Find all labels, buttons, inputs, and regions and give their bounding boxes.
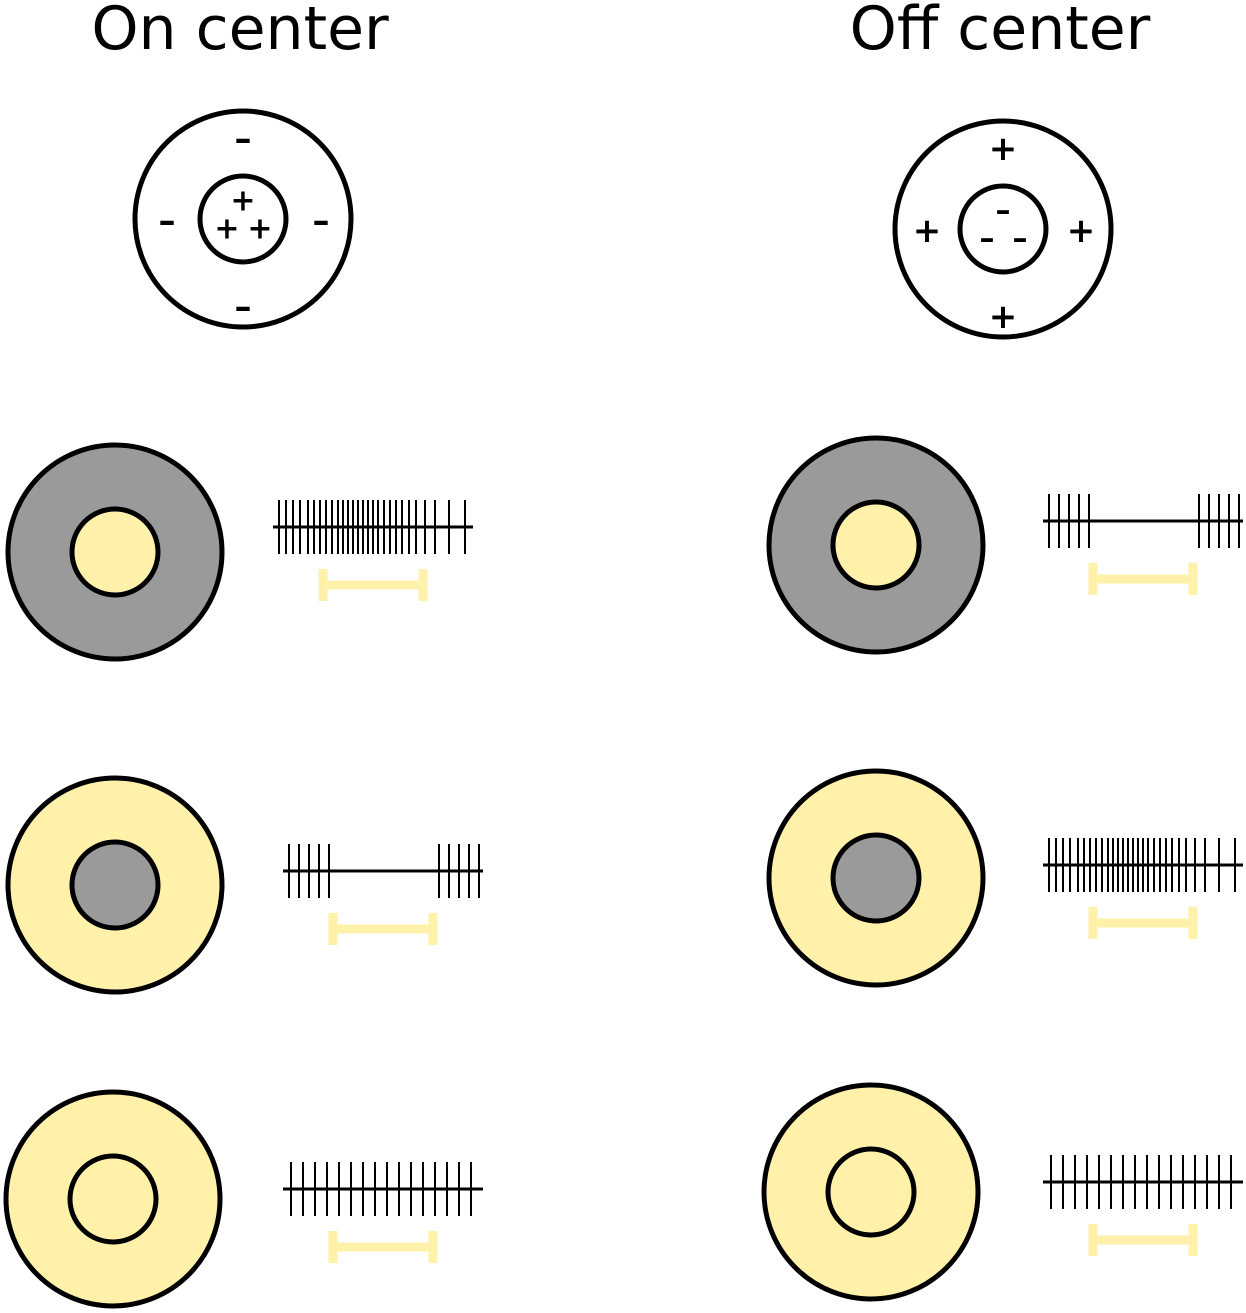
off_center-center-sign: –: [996, 194, 1011, 229]
off_center-field-center: [957, 183, 1049, 275]
on_center-stimulus-center: [69, 839, 161, 931]
off_center-surround-sign: +: [989, 129, 1018, 169]
off_center-surround-sign: +: [913, 211, 942, 251]
off_center-stimulus-center: [830, 832, 922, 924]
on_center-center-sign: +: [247, 212, 272, 247]
on_center-surround-sign: –: [235, 119, 252, 159]
on_center-surround-sign: –: [313, 201, 330, 241]
on_center-surround-sign: –: [159, 201, 176, 241]
off_center-center-sign: –: [980, 222, 995, 257]
off_center-stimulus-center: [825, 1146, 917, 1238]
on-center-title: On center: [91, 0, 389, 64]
on_center-field-center: [197, 173, 289, 265]
on_center-surround-sign: –: [235, 287, 252, 327]
on_center-center-sign: +: [230, 184, 255, 219]
off_center-surround-sign: +: [1067, 211, 1096, 251]
off_center-stimulus-center: [830, 499, 922, 591]
off_center-surround-sign: +: [989, 297, 1018, 337]
on_center-stimulus-center: [67, 1153, 159, 1245]
on_center-center-sign: +: [214, 212, 239, 247]
off_center-center-sign: –: [1013, 222, 1028, 257]
on_center-stimulus-center: [69, 506, 161, 598]
off-center-title: Off center: [849, 0, 1151, 64]
